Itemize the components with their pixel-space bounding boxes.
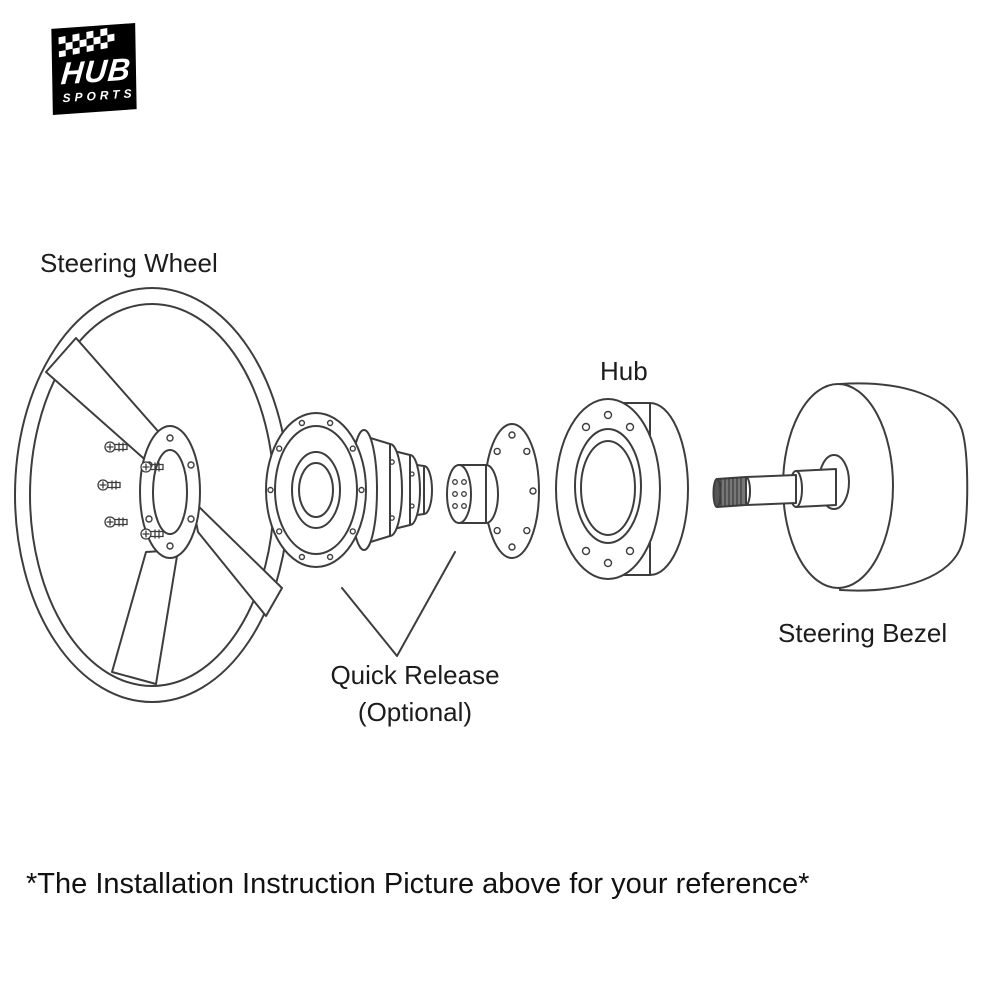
- quick-release-drawing: [265, 412, 433, 568]
- mounting-screws: [97, 441, 164, 540]
- label-steering-wheel: Steering Wheel: [40, 248, 218, 278]
- steering-bezel-drawing: [782, 382, 969, 592]
- adapter-plate-drawing: [446, 423, 540, 559]
- label-quick-release: Quick Release: [330, 660, 500, 690]
- hub-drawing: [555, 398, 689, 580]
- steering-wheel-drawing: [14, 287, 290, 703]
- checkered-flag-icon: [58, 27, 115, 58]
- label-quick-release-optional: (Optional): [357, 697, 473, 727]
- quick-release-pointer-lines: [341, 551, 456, 657]
- steering-shaft-drawing: [712, 468, 837, 508]
- reference-note: *The Installation Instruction Picture ab…: [26, 868, 810, 900]
- brand-logo: HUB SPORTS: [51, 23, 137, 115]
- label-steering-bezel: Steering Bezel: [778, 618, 948, 648]
- label-hub: Hub: [600, 356, 648, 386]
